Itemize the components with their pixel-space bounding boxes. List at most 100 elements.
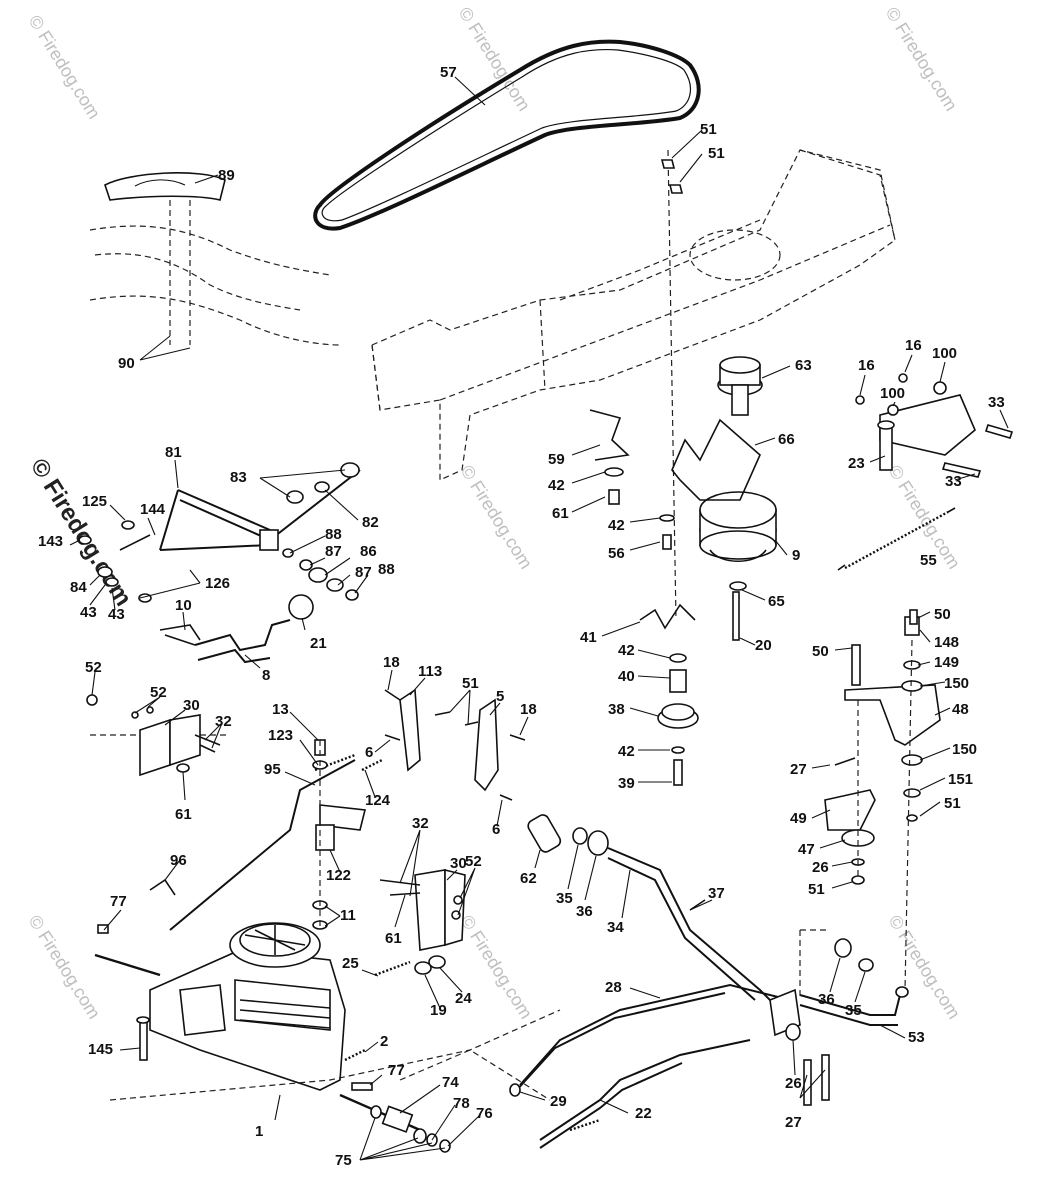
part-label: 39 <box>618 775 635 792</box>
part-label: 33 <box>988 394 1005 411</box>
watermark: © Firedog.com <box>25 912 105 1023</box>
part-label: 76 <box>476 1105 493 1122</box>
part-label: 27 <box>785 1114 802 1131</box>
part-label: 37 <box>708 885 725 902</box>
watermark: © Firedog.com <box>457 462 537 573</box>
part-label: 22 <box>635 1105 652 1122</box>
part-label: 30 <box>183 697 200 714</box>
part-label: 125 <box>82 493 107 510</box>
part-label: 2 <box>380 1033 388 1050</box>
part-label: 77 <box>110 893 127 910</box>
part-label: 36 <box>576 903 593 920</box>
part-label: 30 <box>450 855 467 872</box>
bracket-30-middle <box>379 868 466 951</box>
part-label: 51 <box>944 795 961 812</box>
control-rod-95 <box>149 739 383 931</box>
shift-linkage <box>78 462 361 664</box>
part-label: 113 <box>418 663 442 680</box>
part-label: 52 <box>150 684 167 701</box>
axle-washers <box>370 1105 451 1153</box>
part-label: 11 <box>340 907 356 924</box>
watermark: © Firedog.com <box>882 4 962 115</box>
leader-lines <box>69 76 1009 1161</box>
part-label: 6 <box>492 821 500 838</box>
part-label: 32 <box>412 815 429 832</box>
part-label: 34 <box>607 919 624 936</box>
part-label: 65 <box>768 593 785 610</box>
part-label: 49 <box>790 810 807 827</box>
spring-55 <box>837 507 956 571</box>
part-label: 89 <box>218 167 235 184</box>
part-label: 48 <box>952 701 969 718</box>
part-labels: 57 51 51 89 90 63 16 16 100 100 33 23 33… <box>38 64 1005 1169</box>
part-label: 51 <box>808 881 825 898</box>
watermark: © Firedog.com <box>455 4 535 115</box>
fender-outline <box>89 172 341 346</box>
part-label: 13 <box>272 701 289 718</box>
part-label: 96 <box>170 852 187 869</box>
spring-66 <box>589 409 761 550</box>
part-label: 55 <box>920 552 937 569</box>
part-label: 151 <box>948 771 973 788</box>
drive-belt <box>313 39 701 231</box>
part-label: 43 <box>80 604 97 621</box>
part-label: 52 <box>465 853 482 870</box>
part-label: 21 <box>310 635 327 652</box>
part-label: 145 <box>88 1041 113 1058</box>
part-label: 75 <box>335 1152 352 1169</box>
part-label: 150 <box>944 675 969 692</box>
part-label: 86 <box>360 543 377 560</box>
part-label: 87 <box>325 543 342 560</box>
part-label: 1 <box>255 1123 263 1140</box>
part-label: 25 <box>342 955 359 972</box>
part-label: 16 <box>905 337 922 354</box>
part-label: 10 <box>175 597 192 614</box>
part-label: 36 <box>818 991 835 1008</box>
part-label: 90 <box>118 355 135 372</box>
part-label: 122 <box>326 867 351 884</box>
part-label: 57 <box>440 64 457 81</box>
part-label: 61 <box>552 505 569 522</box>
part-label: 82 <box>362 514 379 531</box>
part-label: 61 <box>175 806 192 823</box>
tractor-frame <box>371 149 896 481</box>
bracket-30-left <box>86 694 230 777</box>
part-label: 24 <box>455 990 472 1007</box>
part-label: 66 <box>778 431 795 448</box>
part-label: 51 <box>462 675 479 692</box>
bracket-23 <box>855 373 1014 478</box>
part-label: 35 <box>556 890 573 907</box>
part-label: 38 <box>608 701 625 718</box>
part-label: 32 <box>215 713 232 730</box>
part-label: 87 <box>355 564 372 581</box>
part-label: 144 <box>140 501 166 518</box>
part-label: 62 <box>520 870 537 887</box>
part-label: 28 <box>605 979 622 996</box>
part-label: 56 <box>608 545 625 562</box>
part-label: 23 <box>848 455 865 472</box>
nut-stack-51 <box>660 149 684 621</box>
idler-stack <box>639 591 740 786</box>
part-label: 124 <box>365 792 391 809</box>
lift-rods <box>509 929 909 1149</box>
part-label: 51 <box>708 145 725 162</box>
part-label: 83 <box>230 469 247 486</box>
transaxle <box>94 922 561 1132</box>
part-label: 52 <box>85 659 102 676</box>
part-label: 74 <box>442 1074 459 1091</box>
part-label: 84 <box>70 579 87 596</box>
part-label: 9 <box>792 547 800 564</box>
part-label: 43 <box>108 606 125 623</box>
part-label: 29 <box>550 1093 567 1110</box>
part-label: 35 <box>845 1002 862 1019</box>
part-label: 53 <box>908 1029 925 1046</box>
shift-plate <box>104 172 226 201</box>
part-label: 42 <box>608 517 625 534</box>
idler-arm-48 <box>824 609 941 991</box>
part-label: 6 <box>365 744 373 761</box>
part-label: 63 <box>795 357 812 374</box>
brake-shaft <box>527 814 781 1011</box>
part-label: 150 <box>952 741 977 758</box>
part-label: 42 <box>618 743 635 760</box>
bracket-113-5 <box>384 688 526 801</box>
